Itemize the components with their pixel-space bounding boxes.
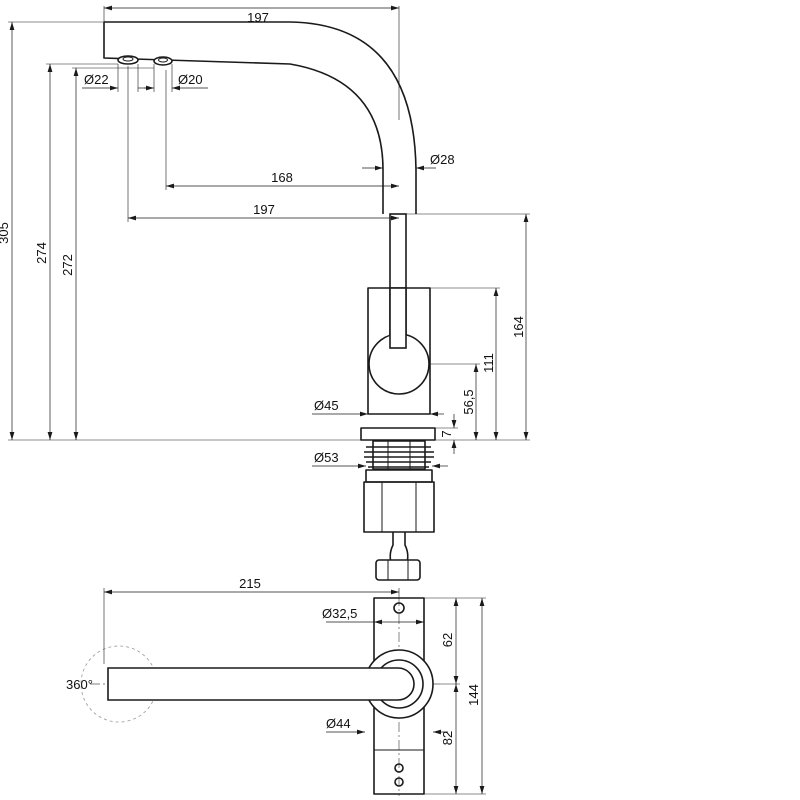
dim-top-base-diameter: Ø44 (326, 716, 351, 731)
dim-reach-outer: 197 (253, 202, 275, 217)
dim-body-height: 164 (511, 316, 526, 338)
dim-outlet-height-1: 274 (34, 242, 49, 264)
dim-total-height: 305 (0, 222, 11, 244)
outlet-nozzle-left-bore (122, 56, 134, 62)
dim-outlet-diameter-1: Ø22 (84, 72, 109, 87)
dim-swivel-angle: 360° (66, 677, 93, 692)
hose-nut (375, 559, 421, 581)
dim-offset-lower: 82 (440, 731, 455, 745)
mounting-nut-threads (364, 446, 434, 468)
side-view (103, 21, 436, 581)
dim-base-diameter: Ø45 (314, 398, 339, 413)
lever-stem (389, 287, 407, 349)
dim-body-diameter: Ø28 (430, 152, 455, 167)
dim-mount-diameter: Ø53 (314, 450, 339, 465)
mounting-flange (360, 427, 436, 441)
spout-tube (103, 21, 417, 214)
dim-outlet-height-2: 272 (60, 254, 75, 276)
dim-flange-thickness: 7 (439, 430, 454, 437)
dim-lever-axis-height: 111 (481, 353, 496, 373)
top-view-dimensions: 215 Ø32,5 Ø44 360° 62 82 144 (66, 576, 486, 795)
dim-lever-pivot-height: 56,5 (461, 389, 476, 414)
mounting-hole-bottom (394, 763, 404, 773)
top-view (80, 596, 440, 796)
dim-total-depth: 144 (466, 684, 481, 706)
mounting-hole-top (393, 602, 405, 614)
dim-top-body-diameter: Ø32,5 (322, 606, 357, 621)
mounting-hole-bottom (394, 777, 404, 787)
outlet-nozzle-right-bore (158, 57, 168, 63)
dim-reach-inner: 168 (271, 170, 293, 185)
dim-offset-upper: 62 (440, 633, 455, 647)
dim-spout-reach: 215 (239, 576, 261, 591)
side-view-dimensions: 197 Ø22 Ø20 Ø28 168 197 305 274 2 (0, 5, 530, 469)
dim-outlet-diameter-2: Ø20 (178, 72, 203, 87)
threaded-shank (372, 440, 426, 470)
outlet-nozzles (117, 55, 173, 66)
top-view-spout (107, 667, 415, 701)
clamp-washer (365, 469, 433, 483)
clamp-block (363, 481, 435, 533)
dim-spout-length-top: 197 (247, 10, 269, 25)
